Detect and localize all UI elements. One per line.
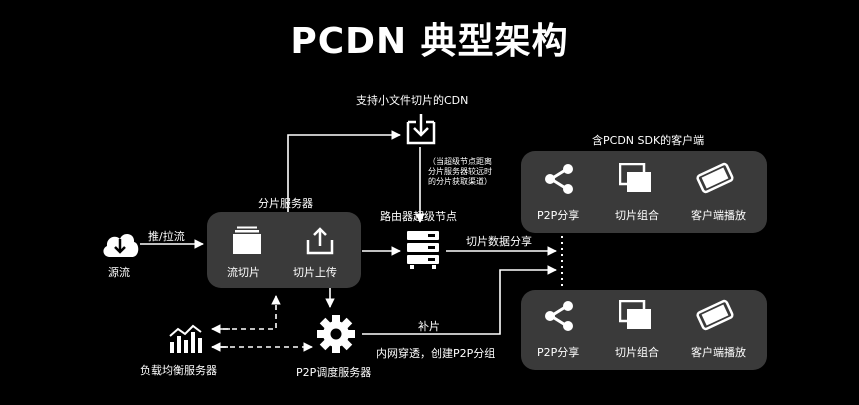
slice-upload-label: 切片上传 [293,266,337,279]
source-label: 源流 [108,266,130,279]
share-icon [545,164,573,194]
phone-icon [696,162,734,194]
slice-combine-label: 切片组合 [615,346,659,359]
arrow-scheduler-to-clients [362,265,557,335]
share-icon [545,301,573,331]
cdn-note-line3: 的分片获取渠道） [428,177,492,186]
load-balancer-chart-icon [169,324,202,353]
sdk-client-label: 含PCDN SDK的客户端 [592,134,705,147]
slice-combine-icon [619,300,651,329]
client-play-label: 客户端播放 [691,346,746,359]
client-panel-2: P2P分享 切片组合 客户端播放 [521,290,767,370]
page-title: PCDN 典型架构 [290,21,569,62]
cdn-label: 支持小文件切片的CDN [356,94,469,107]
scheduler-label: P2P调度服务器 [296,366,372,379]
phone-icon [696,299,734,331]
nat-traversal-label: 内网穿透，创建P2P分组 [376,347,496,360]
cloud-download-icon [103,233,139,257]
shard-server-panel: 流切片 切片上传 [207,212,361,288]
arrow-shard-to-cdn [287,130,401,212]
cdn-download-icon [406,114,436,145]
router-server-icon [407,231,439,269]
p2p-share-label: P2P分享 [537,346,580,359]
slice-share-label: 切片数据分享 [466,235,532,248]
gear-icon [317,315,355,353]
push-pull-label: 推/拉流 [148,230,185,243]
load-balancer-label: 负载均衡服务器 [140,364,217,377]
upload-icon [306,227,334,255]
stream-slice-icon [233,226,261,254]
client-play-label: 客户端播放 [691,209,746,222]
slice-combine-label: 切片组合 [615,209,659,222]
cdn-note-line2: 分片服务器较远时 [428,167,492,176]
router-super-label: 路由器超级节点 [380,210,457,223]
cdn-note-line1: （当超级节点距离 [428,157,492,166]
shard-server-label: 分片服务器 [258,197,313,210]
supplement-label: 补片 [418,320,440,333]
stream-slice-label: 流切片 [227,266,260,279]
p2p-share-label: P2P分享 [537,209,580,222]
slice-combine-icon [619,163,651,192]
client-panel-1: P2P分享 切片组合 客户端播放 [521,151,767,233]
